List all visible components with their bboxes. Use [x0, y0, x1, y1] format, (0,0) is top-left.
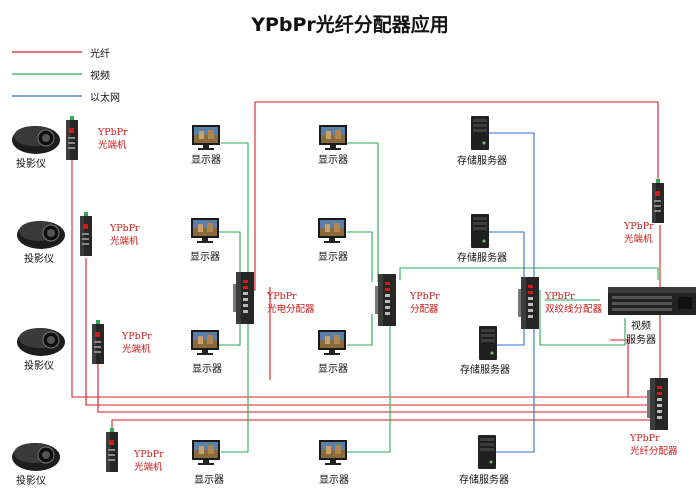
legend-label-fiber: 光纤 — [90, 49, 110, 60]
storage-server-icon — [471, 214, 489, 248]
projector-icon — [16, 220, 66, 250]
storage-server-label: 存储服务器 — [457, 253, 507, 264]
optical-electric-splitter-icon — [233, 272, 254, 324]
converter-label: YPbPr 光端机 — [110, 223, 140, 247]
storage-server-icon — [471, 116, 489, 150]
monitor-label: 显示器 — [318, 364, 348, 375]
storage-server-label: 存储服务器 — [460, 365, 510, 376]
monitor-icon — [192, 125, 220, 150]
converter-icon — [66, 116, 78, 160]
monitor-label: 显示器 — [194, 475, 224, 486]
optical-electric-splitter-label: YPbPr 光电分配器 — [267, 291, 315, 315]
converter-label: YPbPr 光端机 — [122, 331, 152, 355]
twisted-pair-splitter-icon — [518, 277, 539, 329]
converter-label: YPbPr 光端机 — [624, 221, 654, 245]
storage-server-icon — [478, 435, 496, 469]
storage-server-icon — [479, 326, 497, 360]
monitor-icon — [319, 125, 347, 150]
monitor-icon — [318, 218, 346, 243]
monitor-icon — [318, 330, 346, 355]
monitor-icon — [319, 440, 347, 465]
fiber-links — [71, 101, 661, 470]
video-server-icon — [608, 287, 696, 315]
projector-label: 投影仪 — [24, 361, 54, 372]
projector-icon — [11, 442, 61, 472]
monitor-label: 显示器 — [318, 252, 348, 263]
page-title: YPbPr光纤分配器应用 — [251, 14, 449, 36]
converter-label: YPbPr 光端机 — [98, 127, 128, 151]
legend-label-video: 视频 — [90, 71, 110, 82]
converter-label: YPbPr 光端机 — [134, 449, 164, 473]
monitor-label: 显示器 — [318, 155, 348, 166]
video-server-label: 视频 服务器 — [626, 321, 656, 346]
legend-label-ethernet: 以太网 — [90, 93, 120, 104]
storage-server-label: 存储服务器 — [459, 475, 509, 486]
projector-label: 投影仪 — [16, 159, 46, 170]
monitor-label: 显示器 — [319, 475, 349, 486]
fiber-splitter-label: YPbPr 光纤分配器 — [630, 433, 678, 457]
monitor-icon — [192, 440, 220, 465]
storage-server-label: 存储服务器 — [457, 156, 507, 167]
converter-icon — [652, 179, 664, 223]
twisted-pair-splitter-label: YPbPr 双绞线分配器 — [545, 291, 603, 315]
monitor-icon — [191, 218, 219, 243]
monitor-label: 显示器 — [191, 155, 221, 166]
monitor-label: 显示器 — [190, 252, 220, 263]
converter-icon — [80, 212, 92, 256]
splitter-label: YPbPr 分配器 — [410, 291, 440, 315]
monitor-icon — [191, 330, 219, 355]
splitter-icon — [375, 274, 396, 326]
projector-label: 投影仪 — [24, 254, 54, 265]
fiber-splitter-icon — [647, 378, 668, 430]
monitor-label: 显示器 — [192, 364, 222, 375]
converter-icon — [106, 428, 118, 472]
projector-icon — [11, 125, 61, 155]
projector-icon — [16, 327, 66, 357]
converter-icon — [92, 320, 104, 364]
projector-label: 投影仪 — [16, 476, 46, 487]
